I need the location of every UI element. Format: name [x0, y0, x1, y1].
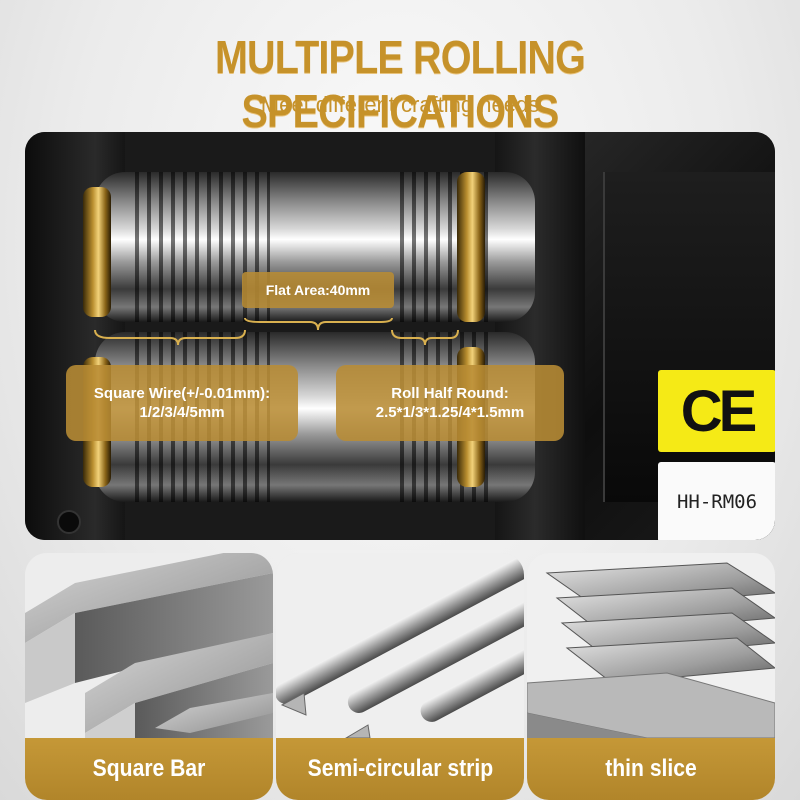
ce-mark: CE — [680, 378, 758, 444]
thin-slice-image — [527, 553, 775, 738]
square-wire-tag: Square Wire(+/-0.01mm): 1/2/3/4/5mm — [66, 365, 298, 441]
model-label: HH-RM06 — [658, 462, 775, 540]
half-round-tag: Roll Half Round: 2.5*1/3*1.25/4*1.5mm — [336, 365, 564, 441]
square-wire-bracket — [94, 329, 246, 346]
ce-certification-label: CE — [658, 370, 775, 452]
half-round-bracket — [391, 329, 459, 346]
brass-bushing-top-left — [83, 187, 111, 317]
card-semi-circular-strip: Semi-circular strip — [276, 553, 524, 800]
square-bar-image — [25, 553, 273, 738]
card-label-thin-slice: thin slice — [527, 738, 775, 800]
card-square-bar: Square Bar — [25, 553, 273, 800]
card-label-semi-circular-strip: Semi-circular strip — [276, 738, 524, 800]
model-number: HH-RM06 — [676, 491, 758, 513]
square-wire-line1: Square Wire(+/-0.01mm): — [93, 384, 271, 402]
half-round-line1: Roll Half Round: — [391, 384, 509, 402]
page-subtitle: Meet different crafting needs — [260, 92, 540, 117]
half-round-line2: 2.5*1/3*1.25/4*1.5mm — [375, 404, 525, 421]
page-title: MULTIPLE ROLLING SPECIFICATIONS — [214, 31, 586, 137]
brass-bushing-top-right — [457, 172, 485, 322]
frame-bolt — [57, 510, 81, 534]
flat-area-bracket — [244, 317, 393, 331]
flat-area-tag: Flat Area:40mm — [242, 272, 394, 308]
card-thin-slice: thin slice — [527, 553, 775, 800]
card-label-square-bar: Square Bar — [25, 738, 273, 800]
square-wire-line2: 1/2/3/4/5mm — [139, 404, 225, 421]
semi-circular-strip-image — [276, 553, 524, 738]
